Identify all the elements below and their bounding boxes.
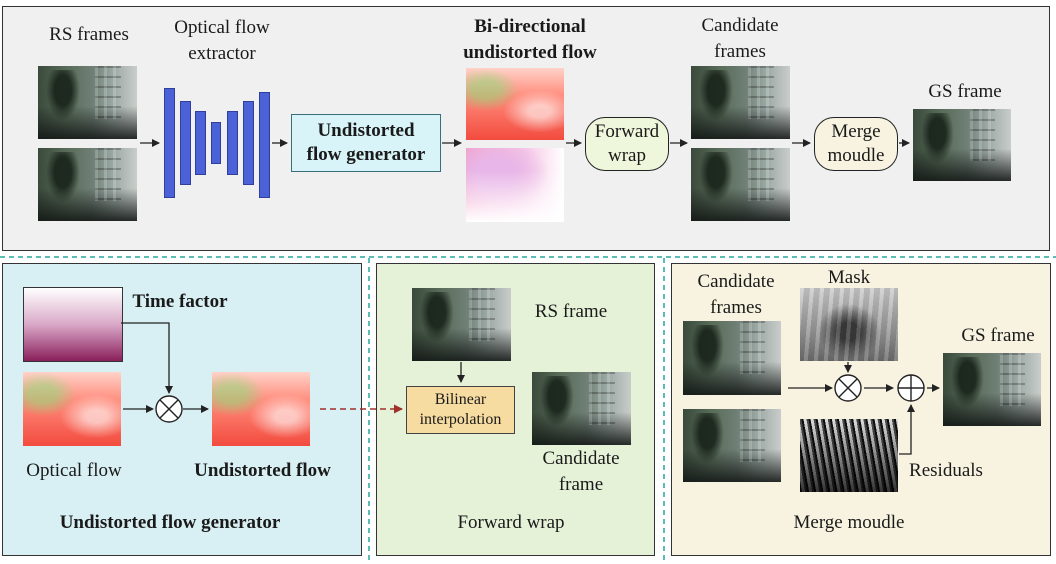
optical-flow-image bbox=[23, 372, 121, 446]
merge-gs-frame-image bbox=[943, 353, 1041, 426]
bidirectional-flow-label-2: undistorted flow bbox=[463, 42, 597, 63]
optical-flow-extractor-label-2: extractor bbox=[188, 43, 256, 64]
rs-frame-image-wrap bbox=[412, 288, 511, 361]
merge-module-line-2: moudle bbox=[827, 145, 885, 166]
multiply-icon-merge bbox=[834, 374, 862, 402]
mask-image bbox=[800, 288, 898, 361]
candidate-frame-image-1 bbox=[691, 66, 790, 139]
optical-flow-label: Optical flow bbox=[26, 460, 122, 481]
bilinear-interpolation-box: Bilinear interpolation bbox=[406, 386, 515, 434]
bottleneck-layer bbox=[211, 122, 221, 164]
undistorted-flow-generator-box: Undistorted flow generator bbox=[291, 114, 441, 172]
undistorted-flow-image bbox=[212, 372, 310, 446]
bidirectional-flow-label-1: Bi-directional bbox=[474, 16, 586, 37]
merge-panel-title: Merge moudle bbox=[793, 512, 905, 533]
merge-module-box: Merge moudle bbox=[814, 117, 898, 171]
rs-frame-image-1 bbox=[38, 66, 137, 139]
candidate-frame-image-wrap bbox=[532, 372, 631, 445]
generator-box-line-2: flow generator bbox=[306, 144, 426, 165]
time-factor-label: Time factor bbox=[132, 291, 228, 312]
generator-box-line-1: Undistorted bbox=[317, 120, 415, 141]
candidate-frame-label-2: frame bbox=[558, 474, 604, 495]
encoder-layer-2 bbox=[180, 101, 191, 185]
candidate-frames-label-1: Candidate bbox=[701, 15, 779, 36]
candidate-frame-image-2 bbox=[691, 148, 790, 221]
arrow-residuals-to-add bbox=[899, 404, 915, 455]
forward-wrap-box: Forward wrap bbox=[585, 117, 669, 171]
gs-frame-image bbox=[913, 109, 1011, 181]
gs-frame-label: GS frame bbox=[928, 81, 1002, 102]
merge-candidate-image-1 bbox=[683, 321, 781, 395]
bilinear-line-2: interpolation bbox=[419, 411, 502, 428]
decoder-layer-2 bbox=[243, 101, 254, 185]
bilinear-line-1: Bilinear bbox=[434, 391, 487, 408]
multiply-icon-generator bbox=[155, 395, 183, 423]
mask-label: Mask bbox=[827, 267, 871, 288]
optical-flow-extractor-label-1: Optical flow bbox=[174, 17, 270, 38]
forward-flow-image bbox=[466, 68, 564, 140]
encoder-layer-1 bbox=[164, 88, 175, 198]
forward-wrap-panel-title: Forward wrap bbox=[457, 512, 565, 533]
undistorted-flow-label: Undistorted flow bbox=[194, 460, 331, 481]
candidate-frames-label-2: frames bbox=[714, 41, 766, 62]
generator-panel-title: Undistorted flow generator bbox=[59, 512, 281, 533]
merge-candidate-frames-label-2: frames bbox=[710, 297, 762, 318]
merge-candidate-frames-label-1: Candidate bbox=[697, 271, 775, 292]
decoder-layer-1 bbox=[227, 111, 238, 175]
rs-frame-label: RS frame bbox=[534, 301, 608, 322]
encoder-layer-3 bbox=[195, 111, 206, 175]
merge-gs-frame-label: GS frame bbox=[961, 325, 1035, 346]
rs-frames-label: RS frames bbox=[49, 24, 129, 45]
rs-frame-image-2 bbox=[38, 148, 137, 221]
merge-module-line-1: Merge bbox=[831, 121, 881, 142]
merge-candidate-image-2 bbox=[683, 409, 781, 482]
candidate-frame-label-1: Candidate bbox=[542, 448, 620, 469]
time-factor-image bbox=[23, 287, 123, 362]
decoder-layer-3 bbox=[259, 92, 270, 198]
residuals-label: Residuals bbox=[909, 460, 983, 481]
forward-wrap-line-2: wrap bbox=[608, 145, 646, 166]
backward-flow-image bbox=[466, 148, 564, 222]
add-icon-merge bbox=[897, 374, 925, 402]
arrow-time-factor-to-multiply bbox=[121, 322, 173, 394]
residuals-image bbox=[800, 419, 898, 492]
forward-wrap-line-1: Forward bbox=[594, 121, 660, 142]
